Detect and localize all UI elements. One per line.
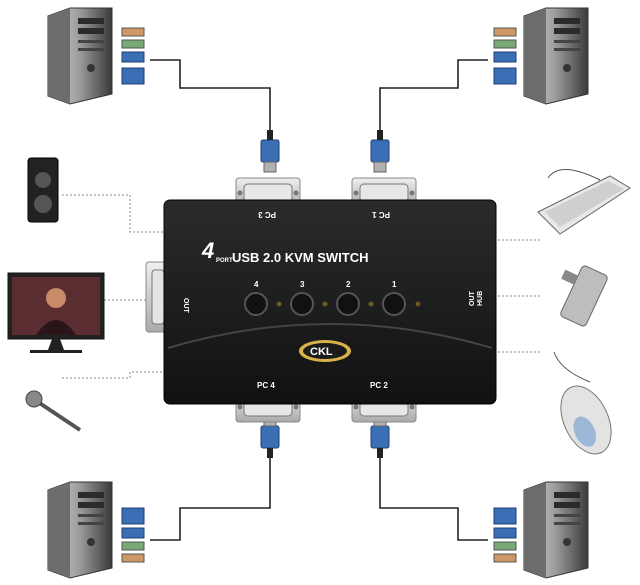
ckl-logo: CKL	[299, 340, 351, 362]
speaker-icon	[27, 157, 59, 223]
vga-connector	[370, 129, 390, 173]
button-label: 3	[300, 280, 305, 289]
logo-text: CKL	[310, 346, 333, 358]
select-button[interactable]: 3	[290, 280, 314, 316]
microphone-icon	[25, 390, 82, 432]
usb-drive-icon	[560, 265, 608, 327]
port-label-bottom-left: PC 4	[257, 381, 275, 390]
brand-sub: PORT	[216, 258, 233, 264]
brand-prefix: 4	[201, 238, 214, 263]
vga-connector	[260, 129, 280, 173]
select-button[interactable]: 4	[244, 280, 268, 316]
select-button[interactable]: 1	[382, 280, 406, 316]
port-label-left-out: OUT	[182, 298, 189, 314]
port-label-top-right: PC 1	[372, 210, 390, 219]
port-label-bottom-right: PC 2	[370, 381, 388, 390]
device-title: USB 2.0 KVM SWITCH	[232, 250, 369, 265]
select-button[interactable]: 2	[336, 280, 360, 316]
port-label-right-hub: HUB	[477, 291, 484, 306]
status-led	[276, 301, 421, 307]
tower-pc-icon	[523, 481, 589, 579]
monitor-icon	[7, 272, 105, 353]
tower-pc-icon	[523, 7, 589, 105]
mouse-icon	[553, 351, 612, 455]
tower-pc-icon	[47, 481, 113, 579]
pc-cables	[150, 59, 488, 541]
button-label: 4	[254, 280, 259, 289]
keyboard-icon	[537, 169, 631, 235]
tower-pc-icon	[47, 7, 113, 105]
button-label: 2	[346, 280, 351, 289]
port-label-top-left: PC 3	[258, 210, 276, 219]
kvm-device: 4 PORT USB 2.0 KVM SWITCH PC 3 PC 1 PC 4…	[163, 199, 497, 405]
port-label-right-out: OUT	[469, 291, 476, 307]
button-label: 1	[392, 280, 397, 289]
pc-connector-bundle	[121, 27, 517, 563]
peripheral-cables	[62, 194, 540, 379]
